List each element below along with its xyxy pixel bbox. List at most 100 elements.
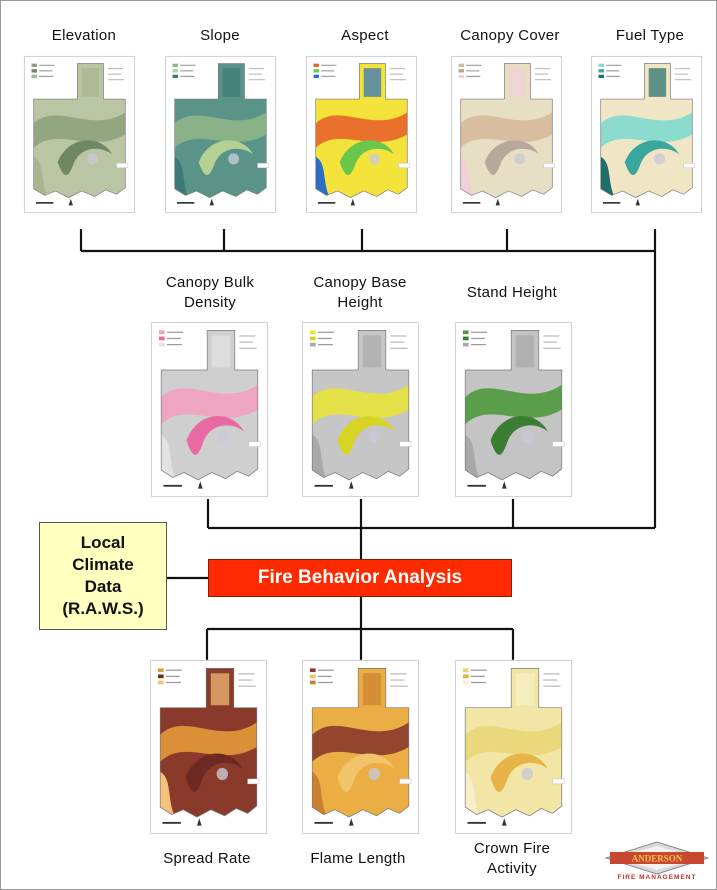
map-inset — [399, 441, 412, 447]
map-inset — [116, 163, 128, 168]
map-boundary — [315, 63, 408, 198]
label-elevation: Elevation — [51, 27, 117, 44]
north-arrow-icon — [198, 481, 203, 489]
north-arrow-icon — [349, 818, 354, 826]
map-inset — [247, 778, 260, 785]
label-fuel-type: Fuel Type — [615, 27, 685, 44]
map-inset — [398, 163, 410, 168]
map-slope — [165, 56, 276, 213]
label-canopy-cover: Canopy Cover — [460, 27, 560, 44]
north-arrow-icon — [209, 198, 214, 206]
map-crown-fire-activity — [455, 660, 572, 834]
map-canopy-bulk-density — [151, 322, 268, 497]
label-flame-length: Flame Length — [310, 850, 406, 867]
map-legend-right — [543, 335, 561, 349]
fire-behavior-analysis-box: Fire Behavior Analysis — [208, 559, 512, 597]
map-fuel-type — [591, 56, 702, 213]
map-legend-right — [389, 68, 407, 81]
map-terrain — [312, 330, 409, 480]
map-scale-bar — [176, 202, 195, 204]
map-legend-right — [543, 673, 561, 687]
map-thumbnail — [313, 63, 410, 206]
map-legend-right — [534, 68, 552, 81]
map-scale-bar — [163, 484, 182, 487]
map-legend — [31, 63, 55, 79]
map-boundary — [311, 330, 410, 481]
map-legend — [598, 63, 622, 79]
map-spread-rate — [150, 660, 267, 834]
map-legend-right — [390, 335, 408, 349]
map-legend — [172, 63, 196, 79]
north-arrow-icon — [502, 818, 507, 826]
map-inset — [543, 163, 555, 168]
map-boundary — [464, 668, 563, 818]
north-arrow-icon — [197, 818, 202, 826]
north-arrow-icon — [349, 481, 354, 489]
map-elevation — [24, 56, 135, 213]
north-arrow-icon — [68, 198, 73, 206]
map-canopy-cover — [451, 56, 562, 213]
map-scale-bar — [162, 821, 181, 824]
map-stand-height — [455, 322, 572, 497]
map-inset — [683, 163, 695, 168]
label-slope: Slope — [200, 27, 240, 44]
map-boundary — [159, 668, 258, 818]
map-thumbnail — [462, 330, 565, 489]
label-aspect: Aspect — [341, 27, 389, 44]
map-legend — [309, 668, 335, 685]
map-aspect — [306, 56, 417, 213]
map-legend — [313, 63, 337, 79]
map-terrain — [161, 330, 258, 480]
map-thumbnail — [309, 330, 412, 489]
map-terrain — [465, 330, 562, 480]
map-scale-bar — [317, 202, 336, 204]
map-thumbnail — [31, 63, 128, 206]
map-legend-right — [248, 68, 266, 81]
map-inset — [248, 441, 261, 447]
map-thumbnail — [157, 668, 260, 826]
map-scale-bar — [35, 202, 54, 204]
map-legend-right — [107, 68, 125, 81]
map-flame-length — [302, 660, 419, 834]
map-thumbnail — [172, 63, 269, 206]
map-scale-bar — [314, 821, 333, 824]
svg-text:ANDERSON: ANDERSON — [632, 854, 683, 864]
map-legend — [158, 330, 184, 347]
map-scale-bar — [602, 202, 621, 204]
map-legend-right — [390, 673, 408, 687]
map-legend — [462, 330, 488, 347]
map-boundary — [464, 330, 563, 481]
logo-subtitle: FIRE MANAGEMENT — [617, 874, 697, 881]
map-thumbnail — [158, 330, 261, 489]
map-thumbnail — [462, 668, 565, 826]
map-boundary — [311, 668, 410, 818]
map-boundary — [600, 63, 693, 198]
map-legend — [458, 63, 482, 79]
map-thumbnail — [598, 63, 695, 206]
north-arrow-icon — [350, 198, 355, 206]
local-climate-data-box: Local Climate Data (R.A.W.S.) — [39, 522, 167, 630]
map-legend — [157, 668, 183, 685]
company-logo: ANDERSON FIRE MANAGEMENT — [604, 840, 710, 886]
map-thumbnail — [309, 668, 412, 826]
map-inset — [552, 778, 565, 785]
map-legend — [309, 330, 335, 347]
label-spread-rate: Spread Rate — [163, 850, 251, 867]
map-scale-bar — [467, 821, 486, 824]
map-boundary — [460, 63, 553, 198]
north-arrow-icon — [635, 198, 640, 206]
map-inset — [257, 163, 269, 168]
map-legend — [462, 668, 488, 685]
map-scale-bar — [314, 484, 333, 487]
map-canopy-base-height — [302, 322, 419, 497]
map-boundary — [174, 63, 267, 198]
map-scale-bar — [462, 202, 481, 204]
map-legend-right — [674, 68, 692, 81]
map-scale-bar — [467, 484, 486, 487]
map-boundary — [33, 63, 126, 198]
label-stand-height: Stand Height — [466, 284, 558, 301]
north-arrow-icon — [502, 481, 507, 489]
